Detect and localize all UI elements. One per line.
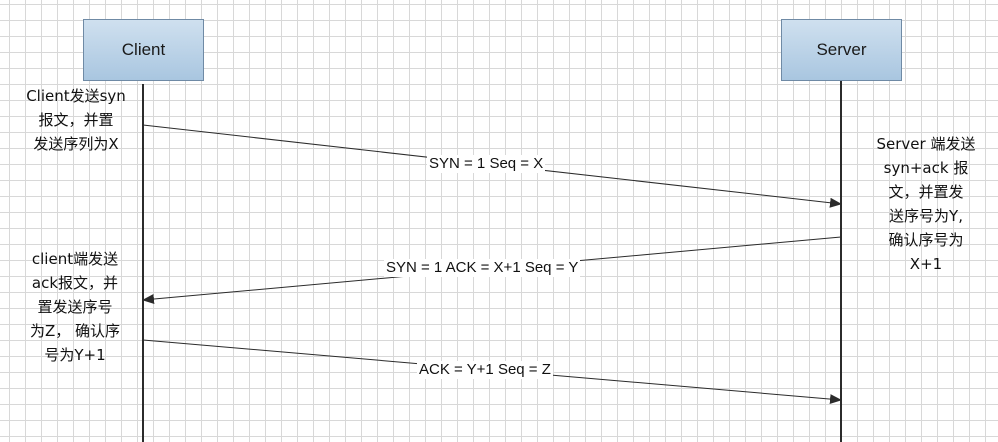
server-actor-label: Server: [816, 40, 867, 59]
server-synack-note: Server 端发送 syn+ack 报 文，并置发 送序号为Y, 确认序号为 …: [862, 132, 990, 276]
note-line: ack报文，并: [31, 274, 119, 292]
client-lifeline: [142, 84, 144, 442]
client-syn-note: Client发送syn 报文，并置 发送序列为X: [17, 84, 135, 156]
note-line: 确认序号为: [888, 231, 964, 249]
server-lifeline: [840, 81, 842, 442]
client-ack-note: client端发送 ack报文，并 置发送序号 为Z， 确认序 号为Y+1: [14, 247, 136, 367]
note-line: 送序号为Y,: [889, 207, 963, 225]
note-line: 号为Y+1: [44, 346, 106, 364]
server-actor-box: Server: [781, 19, 902, 81]
note-line: 发送序列为X: [33, 135, 119, 153]
note-line: 置发送序号: [37, 298, 113, 316]
note-line: 文，并置发: [888, 183, 964, 201]
syn-ack-message-label: SYN = 1 ACK = X+1 Seq = Y: [384, 259, 581, 277]
client-actor-label: Client: [121, 40, 166, 59]
note-line: syn+ack 报: [883, 159, 969, 177]
note-line: 报文，并置: [38, 111, 114, 129]
ack-message-label: ACK = Y+1 Seq = Z: [417, 361, 553, 379]
client-actor-box: Client: [83, 19, 204, 81]
syn-message-label: SYN = 1 Seq = X: [427, 155, 546, 173]
note-line: Client发送syn: [26, 87, 126, 105]
note-line: Server 端发送: [876, 135, 976, 153]
note-line: X+1: [909, 255, 943, 273]
note-line: client端发送: [31, 250, 119, 268]
note-line: 为Z， 确认序: [29, 322, 121, 340]
